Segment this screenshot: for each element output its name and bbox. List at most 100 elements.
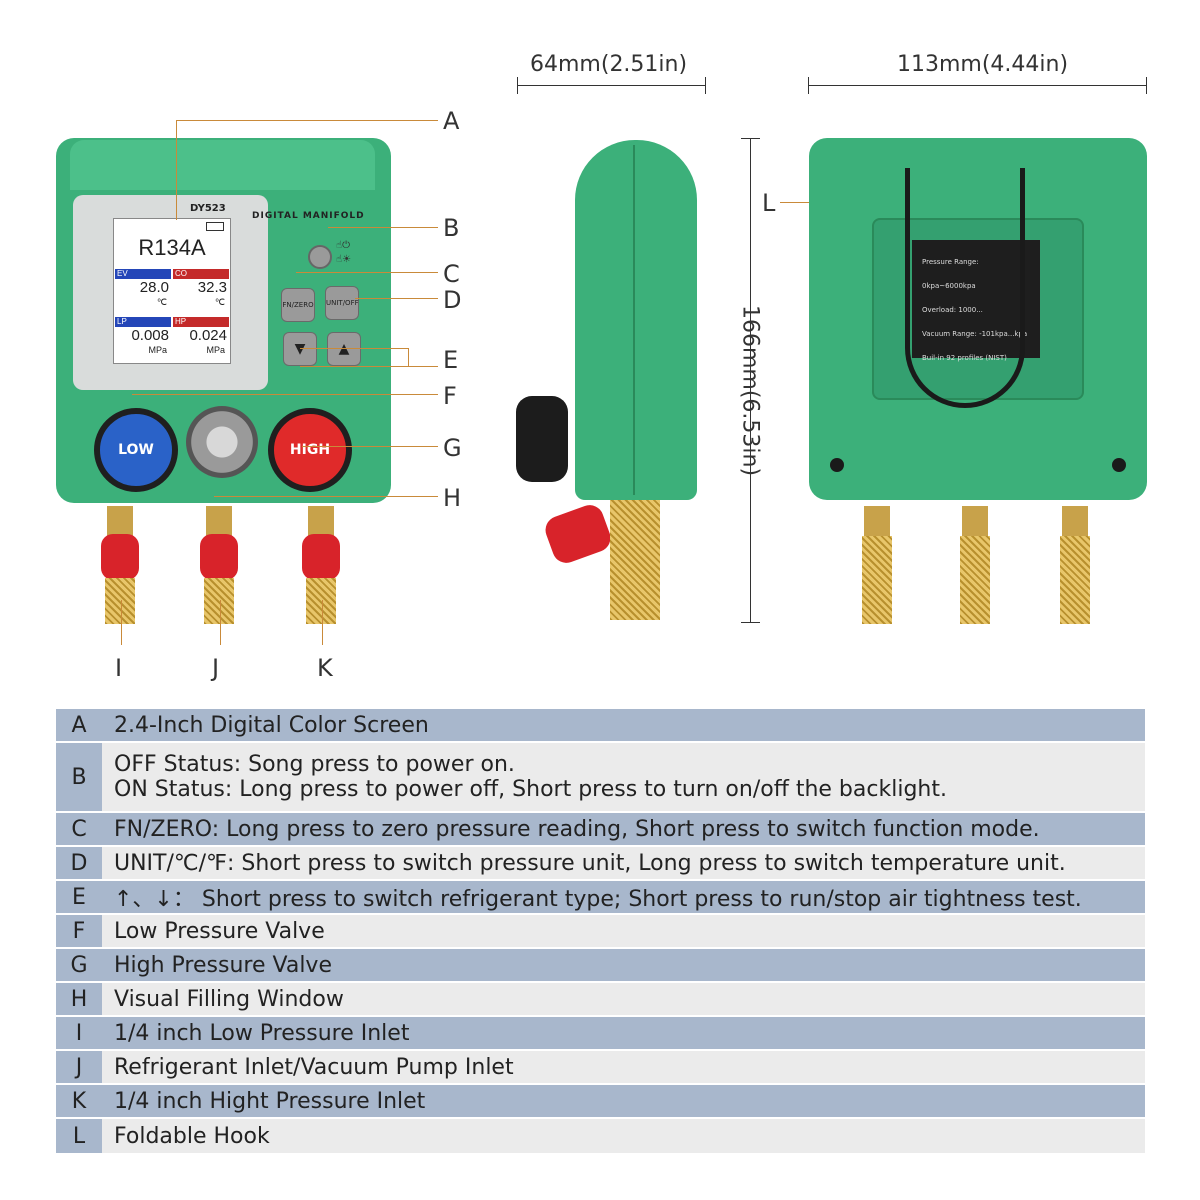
leader-d (355, 298, 438, 299)
legend-row-f: F Low Pressure Valve (56, 915, 1145, 949)
legend-key: J (56, 1051, 102, 1083)
overload-text: Overload: 1000... (922, 306, 983, 314)
legend-row-d: D UNIT/℃/℉: Short press to switch pressu… (56, 847, 1145, 881)
leader-i (121, 600, 122, 645)
screen-cell-hp: HP 0.024 MPa (173, 317, 229, 363)
power-icon: ☝⏻ (336, 240, 350, 251)
callout-e: E (443, 346, 459, 374)
cell-tag: LP (115, 317, 171, 327)
legend-text: 1/4 inch Hight Pressure Inlet (114, 1088, 426, 1114)
cell-unit: ℃ (156, 297, 167, 307)
legend-text: FN/ZERO: Long press to zero pressure rea… (114, 816, 1040, 842)
device-title: DIGITAL MANIFOLD (252, 211, 365, 221)
legend-key: A (56, 709, 102, 741)
back-fitting-2 (956, 506, 994, 626)
battery-icon (206, 222, 224, 231)
down-button[interactable]: ▼ (283, 332, 317, 366)
leader-j (220, 600, 221, 645)
vacuum-range-text: Vacuum Range: -101kpa...kpa (922, 330, 1028, 338)
high-inlet-fitting (302, 506, 340, 626)
screen-cell-co: CO 32.3 ℃ (173, 269, 229, 315)
height-dimension: 166mm(6.53in) (737, 304, 763, 477)
callout-i: I (115, 654, 123, 682)
back-spec-label: Pressure Range: 0kpa~6000kpa Overload: 1… (912, 240, 1040, 362)
callout-a: A (443, 107, 460, 135)
legend-key: D (56, 847, 102, 879)
legend-text: Low Pressure Valve (114, 918, 325, 944)
side-brass-fitting (610, 500, 660, 620)
callout-j: J (212, 654, 220, 682)
callout-f: F (443, 382, 457, 410)
cell-tag: CO (173, 269, 229, 279)
cell-unit: ℃ (214, 297, 225, 307)
cell-value: 28.0 (139, 279, 169, 296)
side-red-cap (541, 501, 615, 567)
cell-tag: HP (173, 317, 229, 327)
width-dimension: 113mm(4.44in) (897, 52, 1069, 77)
back-fitting-3 (1056, 506, 1094, 626)
legend-row-g: G High Pressure Valve (56, 949, 1145, 983)
leader-a (176, 120, 438, 121)
legend-text: ↑、↓： Short press to switch refrigerant t… (114, 887, 1082, 912)
legend-row-e: E ↑、↓： Short press to switch refrigerant… (56, 881, 1145, 915)
legend-key: G (56, 949, 102, 981)
legend-row-l: L Foldable Hook (56, 1119, 1145, 1155)
unit-off-button[interactable]: UNIT/OFF (325, 286, 359, 320)
up-button[interactable]: ▲ (327, 332, 361, 366)
cell-value: 32.3 (197, 279, 227, 296)
callout-c: C (443, 260, 460, 288)
power-button[interactable] (308, 245, 332, 269)
legend-key: F (56, 915, 102, 947)
legend-key: C (56, 813, 102, 845)
legend-key: E (56, 881, 102, 913)
low-valve-knob[interactable]: LOW (94, 408, 178, 492)
back-screw-left (830, 458, 844, 472)
screen-cell-ev: EV 28.0 ℃ (115, 269, 171, 315)
foldable-hook[interactable] (905, 168, 1025, 408)
legend-text: UNIT/℃/℉: Short press to switch pressure… (114, 850, 1066, 876)
legend-row-h: H Visual Filling Window (56, 983, 1145, 1017)
leader-e2 (408, 348, 409, 366)
cell-unit: MPa (206, 345, 225, 355)
cell-value: 0.024 (189, 327, 227, 344)
legend-row-i: I 1/4 inch Low Pressure Inlet (56, 1017, 1145, 1051)
lcd-screen: R134A EV 28.0 ℃ CO 32.3 ℃ LP 0.008 MPa H… (113, 218, 231, 364)
leader-b (328, 227, 438, 228)
legend-text: 2.4-Inch Digital Color Screen (114, 712, 429, 738)
legend-text: OFF Status: Song press to power on. (114, 752, 515, 777)
high-valve-knob[interactable]: HIGH (268, 408, 352, 492)
refrigerant-inlet-fitting (200, 506, 238, 626)
back-screw-right (1112, 458, 1126, 472)
callout-d: D (443, 286, 462, 314)
callout-g: G (443, 434, 462, 462)
leader-a-v (176, 120, 177, 220)
legend-text: Refrigerant Inlet/Vacuum Pump Inlet (114, 1054, 514, 1080)
depth-dimension: 64mm(2.51in) (530, 52, 688, 77)
legend-text: Visual Filling Window (114, 986, 344, 1012)
legend-table: A 2.4-Inch Digital Color Screen B OFF St… (56, 709, 1145, 1155)
legend-key: L (56, 1119, 102, 1153)
leader-g (302, 446, 438, 447)
fn-zero-button[interactable]: FN/ZERO (281, 288, 315, 322)
screen-cell-lp: LP 0.008 MPa (115, 317, 171, 363)
legend-row-a: A 2.4-Inch Digital Color Screen (56, 709, 1145, 743)
legend-row-b: B OFF Status: Song press to power on. ON… (56, 743, 1145, 813)
sight-glass (186, 406, 258, 478)
leader-f (132, 394, 438, 395)
refrigerant-label: R134A (138, 235, 206, 260)
width-line (808, 85, 1146, 86)
legend-key: K (56, 1085, 102, 1117)
backlight-icon: ☝☀ (336, 254, 352, 265)
cell-unit: MPa (148, 345, 167, 355)
cell-tag: EV (115, 269, 171, 279)
legend-text: ON Status: Long press to power off, Shor… (114, 777, 947, 802)
callout-l: L (762, 189, 776, 217)
leader-c (296, 272, 438, 273)
callout-h: H (443, 484, 462, 512)
leader-h (214, 496, 438, 497)
legend-row-c: C FN/ZERO: Long press to zero pressure r… (56, 813, 1145, 847)
legend-text: 1/4 inch Low Pressure Inlet (114, 1020, 410, 1046)
callout-k: K (317, 654, 333, 682)
back-fitting-1 (858, 506, 896, 626)
pressure-range-text: Pressure Range: 0kpa~6000kpa (922, 258, 979, 290)
